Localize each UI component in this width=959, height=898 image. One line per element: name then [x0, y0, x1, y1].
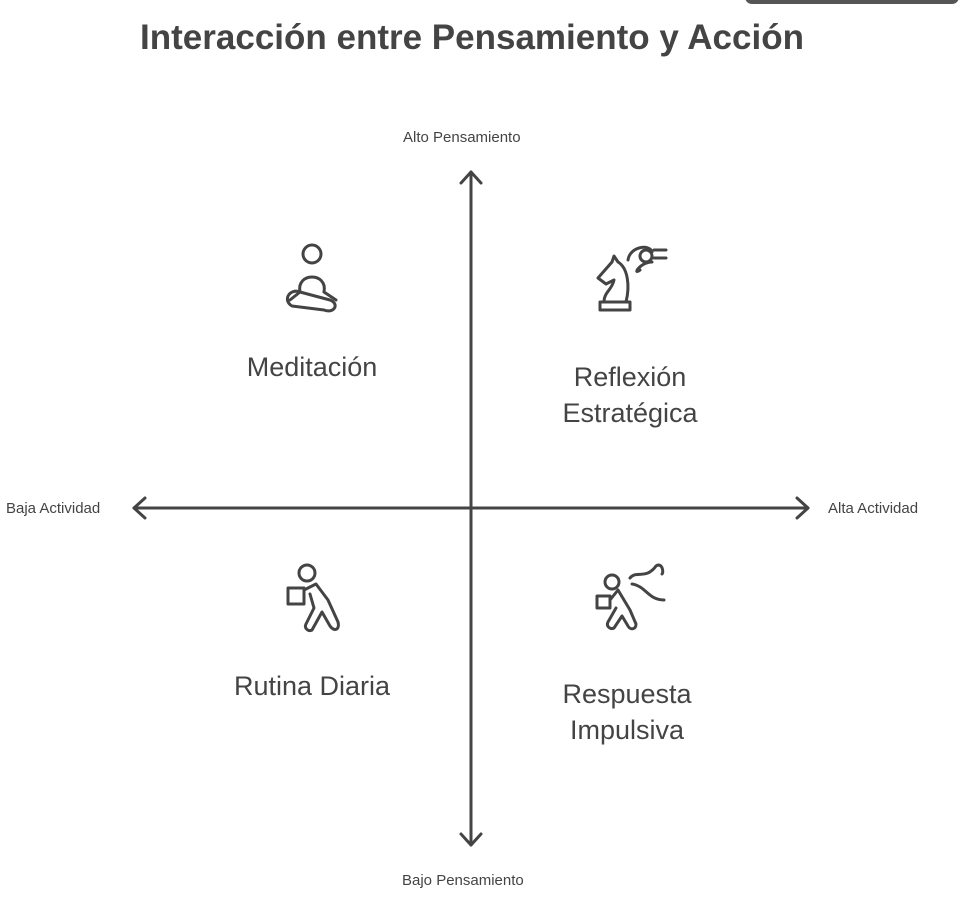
person-running-icon — [595, 563, 666, 631]
axis-label-top: Alto Pensamiento — [403, 129, 521, 146]
quadrant-label-rutina-diaria: Rutina Diaria — [233, 671, 391, 701]
axis-label-right: Alta Actividad — [828, 500, 919, 517]
horizontal-axis — [132, 496, 810, 520]
axis-label-bottom: Bajo Pensamiento — [402, 872, 524, 889]
axis-label-left: Baja Actividad — [6, 500, 101, 517]
page-title: Interacción entre Pensamiento y Acción — [140, 18, 804, 57]
chess-knight-icon — [596, 245, 668, 312]
label-line: Impulsiva — [569, 715, 685, 745]
person-carrying-box-icon — [286, 563, 340, 632]
label-line: Respuesta — [562, 679, 692, 709]
meditation-icon — [286, 243, 338, 313]
quadrant-label-reflexion-estrategica: Reflexión Estratégica — [500, 359, 760, 431]
quadrant-label-meditacion: Meditación — [246, 352, 378, 382]
quadrant-label-respuesta-impulsiva: Respuesta Impulsiva — [497, 676, 757, 748]
label-line: Estratégica — [562, 398, 698, 428]
top-bar — [745, 0, 959, 4]
label-line: Reflexión — [573, 362, 687, 392]
